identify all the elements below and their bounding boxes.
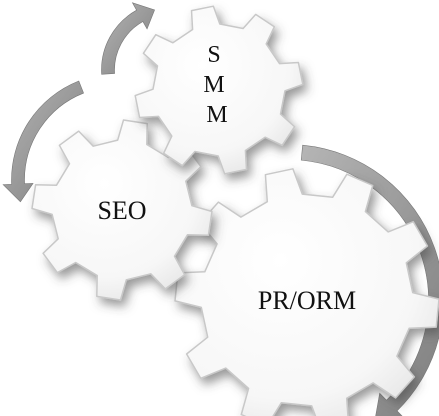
pr-orm-gear-body [174, 168, 439, 416]
pr-orm-gear: PR/ORM [174, 168, 439, 416]
seo-gear: SEO [31, 119, 213, 301]
smm-label-line-3: M [206, 102, 227, 128]
arrow-seo-to-smm [101, 2, 155, 75]
smm-label-line-1: S [207, 42, 220, 68]
arrow-smm-to-seo [2, 80, 84, 203]
seo-gear-label: SEO [97, 196, 146, 225]
seo-gear-body [31, 119, 213, 301]
pr-orm-label-line: PR/ORM [258, 286, 356, 315]
smm-gear: S M M [134, 5, 304, 175]
seo-label-line: SEO [97, 196, 146, 225]
smm-gear-label: S M M [203, 42, 230, 128]
smm-label-line-2: M [203, 72, 224, 98]
arrow-around-pr [300, 144, 439, 416]
smm-gear-body [134, 5, 304, 175]
pr-orm-gear-label: PR/ORM [258, 286, 356, 315]
